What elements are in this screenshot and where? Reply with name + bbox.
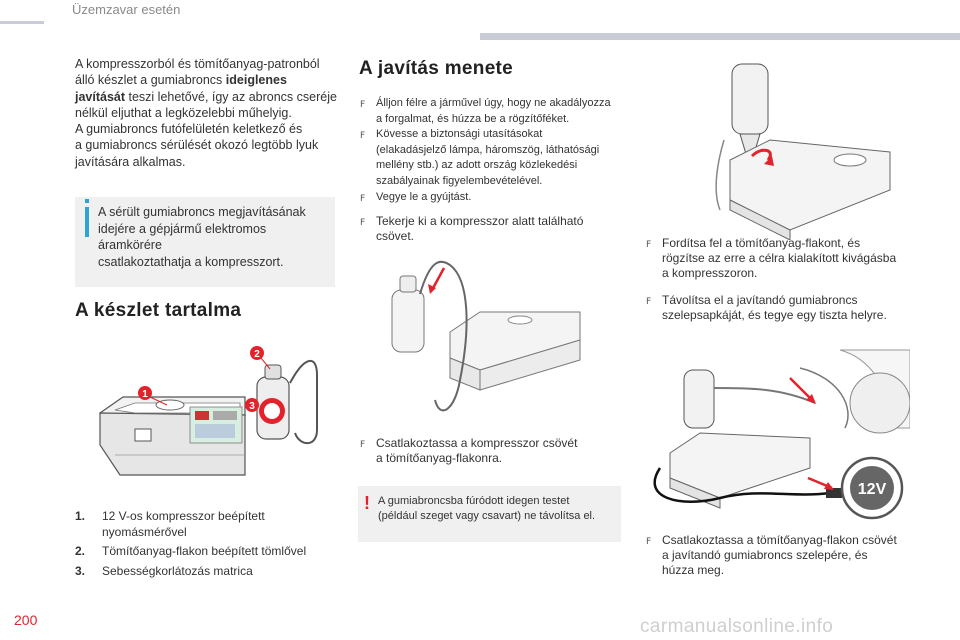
hose-connect-illustration: [391, 260, 581, 412]
callout-1-icon: [138, 386, 152, 400]
warning-icon: !: [364, 493, 370, 513]
callout-2-icon: [250, 346, 264, 360]
kit-heading: A készlet tartalma: [75, 300, 242, 321]
repair-step-connect-valve: F Csatlakoztassa a tömítőanyag-flakon cs…: [646, 533, 897, 577]
intro-line: A kompresszorból és tömítőanyag-patronbó…: [75, 57, 320, 71]
page-number: 200: [14, 612, 38, 628]
info-icon-bar: [85, 207, 89, 237]
bullet-flag-icon: F: [360, 100, 366, 110]
kit-list-item: 3. Sebességkorlátozás matrica: [75, 563, 253, 578]
callout-3-icon: [245, 398, 259, 412]
section-title: Üzemzavar esetén: [72, 2, 181, 17]
intro-paragraph: A kompresszorból és tömítőanyag-patronbó…: [75, 56, 340, 170]
repair-step-remove-cap: F Távolítsa el a javítandó gumiabroncs s…: [646, 293, 887, 322]
repair-heading: A javítás menete: [359, 58, 514, 79]
intro-line: A gumiabroncs futófelületén keletkező és: [75, 122, 303, 137]
callout-3-label: 3: [249, 401, 255, 412]
header-accent-bar: [0, 21, 44, 24]
intro-line: álló készlet a gumiabroncs ideiglenes: [75, 73, 287, 88]
bullet-flag-icon: F: [646, 537, 652, 547]
repair-step-unwind-hose: F Tekerje ki a kompresszor alatt találha…: [360, 214, 584, 243]
warning-note: ! A gumiabroncsba fúródott idegen testet…: [358, 486, 621, 542]
repair-kit-illustration: 1 2 3: [99, 346, 318, 476]
intro-line: javítását teszi lehetővé, így az abroncs…: [75, 89, 337, 104]
callout-1-label: 1: [142, 389, 148, 400]
bullet-flag-icon: F: [360, 194, 366, 204]
intro-line: nélkül eljuthat a legközelebbi műhelyig.: [75, 105, 292, 120]
header-divider-bar: [480, 33, 960, 40]
info-icon: [85, 199, 89, 203]
kit-list-item: 2. Tömítőanyag-flakon beépített tömlővel: [75, 544, 307, 558]
info-note-text: A sérült gumiabroncs megjavításának idej…: [98, 205, 306, 269]
intro-line: javítására alkalmas.: [75, 154, 186, 169]
tire-valve-connect-illustration: 12V: [653, 349, 910, 520]
watermark-link[interactable]: carmanualsonline.info: [640, 616, 834, 637]
bullet-flag-icon: F: [360, 440, 366, 450]
kit-list-item: 1. 12 V-os kompresszor beépített nyomásm…: [75, 509, 265, 539]
bullet-flag-icon: F: [646, 297, 652, 307]
bullet-flag-icon: F: [360, 131, 366, 141]
repair-step-connect-hose: F Csatlakoztassa a kompresszor csövét a …: [360, 436, 578, 465]
repair-step-safety: F Kövesse a biztonsági utasításokat (ela…: [360, 128, 600, 187]
socket-12v-label: 12V: [858, 481, 887, 498]
repair-step-park: F Álljon félre a járművel úgy, hogy ne a…: [360, 97, 611, 125]
bottle-mount-illustration: [715, 63, 891, 240]
bullet-flag-icon: F: [360, 218, 366, 228]
callout-2-label: 2: [254, 349, 260, 360]
info-note: A sérült gumiabroncs megjavításának idej…: [75, 197, 335, 287]
bullet-flag-icon: F: [646, 240, 652, 250]
repair-step-invert-bottle: F Fordítsa fel a tömítőanyag-flakont, és…: [646, 236, 897, 280]
intro-line: a gumiabroncs sérülését okozó legtöbb ly…: [75, 138, 319, 153]
repair-step-ignition: F Vegye le a gyújtást.: [360, 190, 641, 206]
kit-list: 1. 12 V-os kompresszor beépített nyomásm…: [75, 509, 345, 579]
warning-text: A gumiabroncsba fúródott idegen testet (…: [378, 495, 596, 522]
